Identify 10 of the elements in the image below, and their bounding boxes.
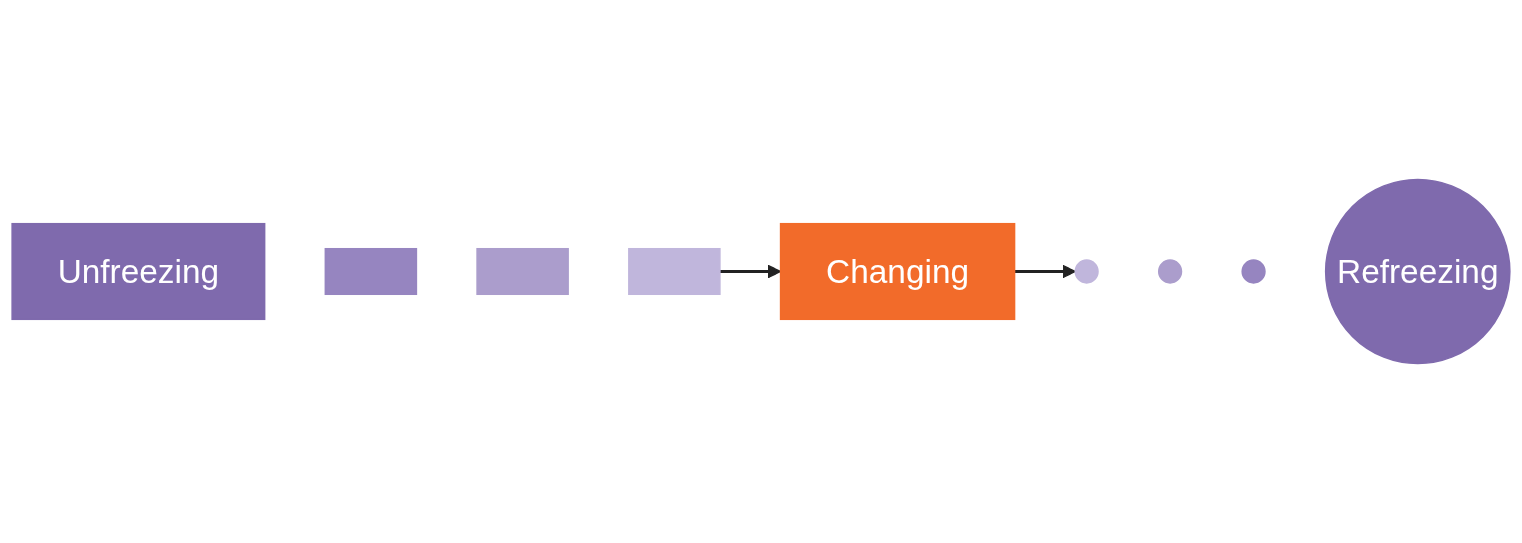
arrow	[1014, 264, 1076, 279]
node-circle	[1074, 259, 1099, 284]
node-box	[476, 248, 569, 295]
node-box: Changing	[779, 222, 1016, 321]
node-box	[628, 248, 721, 295]
node-circle	[1157, 259, 1183, 284]
node-circle	[1241, 259, 1266, 284]
node-box: Unfreezing	[11, 222, 266, 321]
node-box	[324, 248, 418, 295]
node-circle: Refreezing	[1324, 178, 1511, 365]
